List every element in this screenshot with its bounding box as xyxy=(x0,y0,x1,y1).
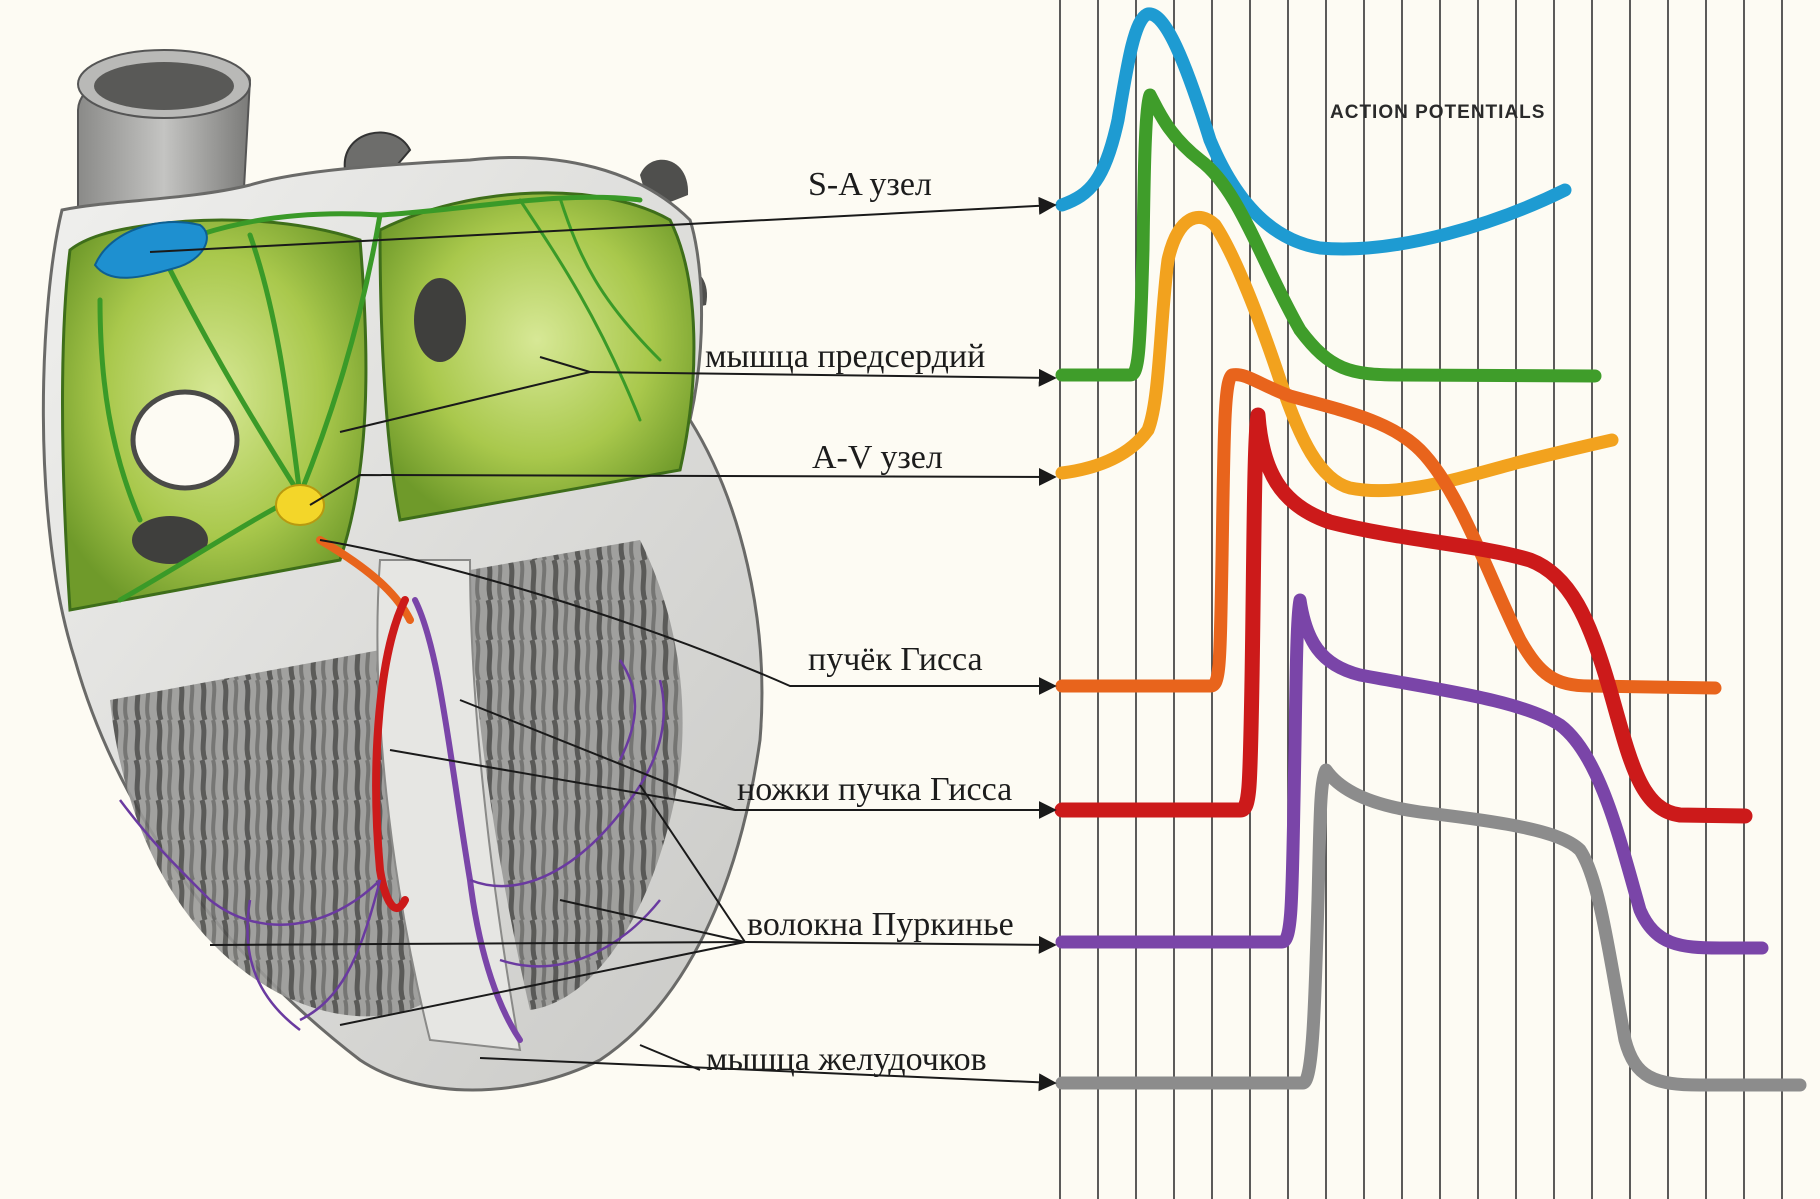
trace-bundle-branches xyxy=(1062,415,1745,816)
trace-purkinje xyxy=(1062,600,1762,948)
heart-illustration xyxy=(43,50,762,1090)
label-atrial-muscle: мышца предсердий xyxy=(705,338,985,375)
label-purkinje: волокна Пуркинье xyxy=(747,906,1014,943)
chart-gridlines xyxy=(1060,0,1782,1199)
label-his-bundle: пучёк Гисса xyxy=(808,641,983,678)
label-sa-node: S-A узел xyxy=(808,166,932,203)
label-av-node: A-V узел xyxy=(812,439,943,476)
chart-header: ACTION POTENTIALS xyxy=(1330,102,1545,123)
av-node xyxy=(276,485,324,525)
action-potential-traces xyxy=(1062,14,1800,1085)
trace-atrial-muscle xyxy=(1062,95,1595,376)
atrial-opening xyxy=(133,392,237,488)
label-bundle-branches: ножки пучка Гисса xyxy=(737,771,1012,808)
label-ventricular-muscle: мышца желудочков xyxy=(706,1041,987,1078)
